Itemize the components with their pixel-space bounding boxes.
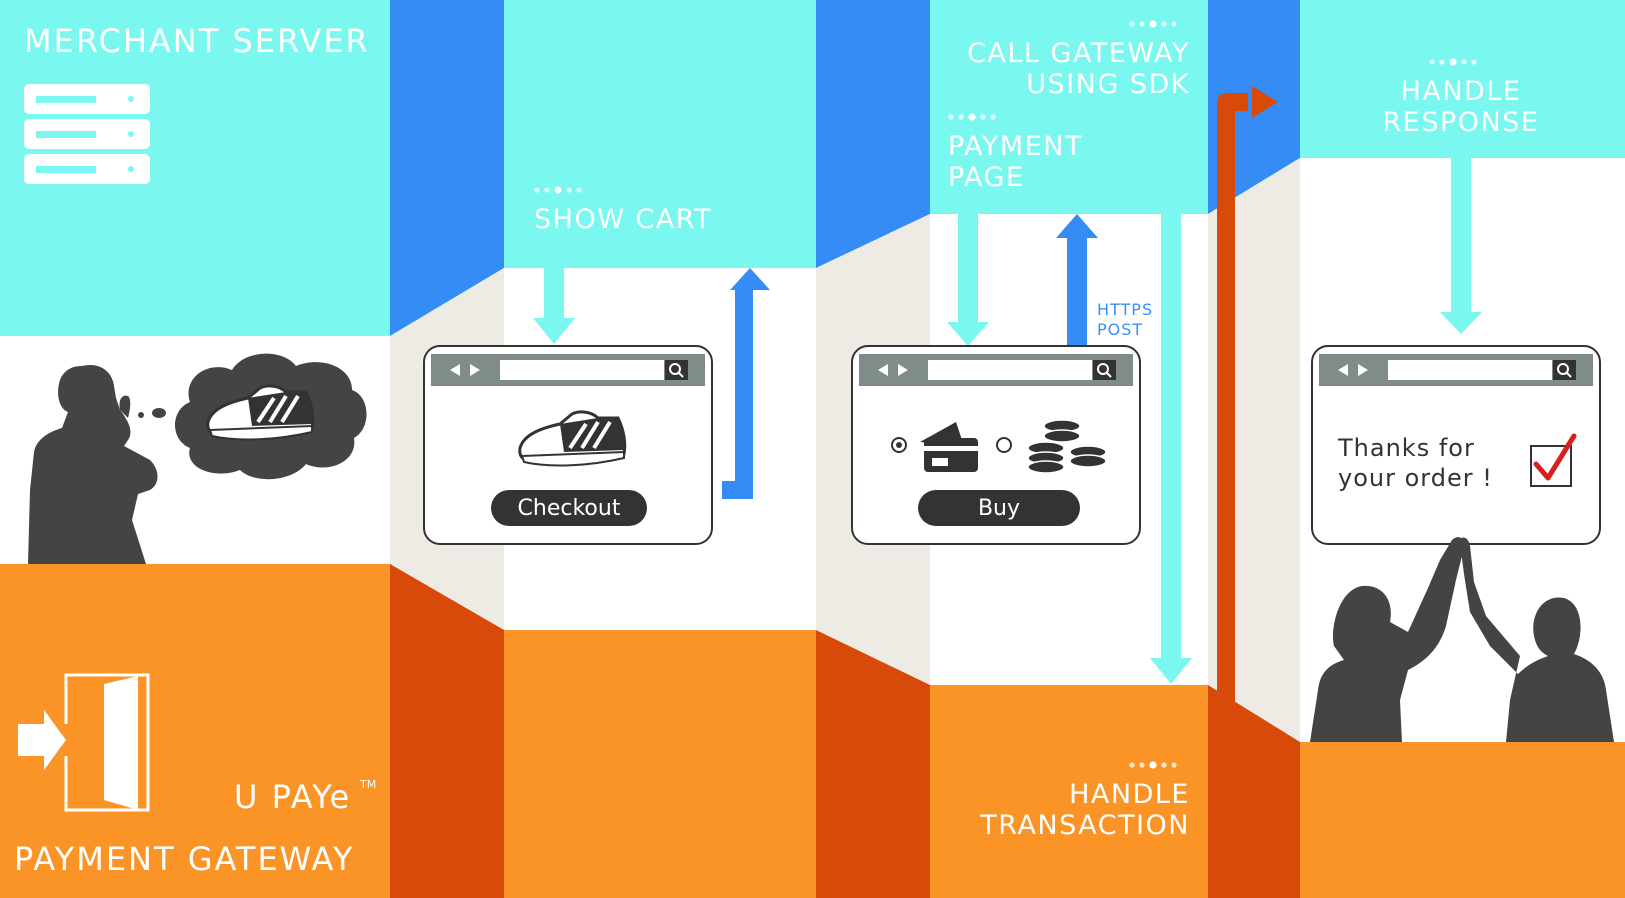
down-arrow-show-cart xyxy=(533,268,575,344)
handle-response-label-line2: RESPONSE xyxy=(1383,107,1540,138)
up-arrow-https-post xyxy=(1056,214,1098,346)
checkout-button[interactable] xyxy=(491,490,647,526)
radio-card-selected[interactable] xyxy=(891,437,907,453)
buy-button-label: Buy xyxy=(978,496,1020,521)
gateway-title: PAYMENT GATEWAY xyxy=(14,840,355,878)
call-gateway-label-line2: USING SDK xyxy=(1026,69,1190,100)
buy-button[interactable] xyxy=(918,490,1080,526)
down-arrow-call-gateway xyxy=(1150,214,1192,684)
handle-response-label-line1: HANDLE xyxy=(1401,76,1522,107)
handle-transaction-label-line2: TRANSACTION xyxy=(979,810,1190,841)
handle-transaction-label-line1: HANDLE xyxy=(1069,779,1190,810)
https-post-label-line2: POST xyxy=(1097,320,1143,339)
https-post-label-line1: HTTPS xyxy=(1097,300,1153,319)
up-arrow-handle-transaction xyxy=(1208,86,1278,782)
sneaker-thought-icon xyxy=(175,353,367,480)
thanks-line2: your order ! xyxy=(1338,464,1493,492)
high-five-icon xyxy=(1310,537,1614,742)
gateway-brand: U PAYe xyxy=(234,778,351,816)
down-arrow-payment-page xyxy=(947,214,989,346)
call-gateway-label-line1: CALL GATEWAY xyxy=(967,38,1190,69)
checkout-button-label: Checkout xyxy=(518,496,621,521)
payment-page-label-line2: PAGE xyxy=(948,162,1025,193)
up-arrow-checkout xyxy=(722,268,770,499)
trademark-mark: TM xyxy=(359,778,376,791)
radio-cash[interactable] xyxy=(996,437,1012,453)
merchant-title: MERCHANT SERVER xyxy=(24,22,370,60)
thanks-line1: Thanks for xyxy=(1337,434,1475,462)
thinking-person-icon xyxy=(28,364,166,564)
coins-icon xyxy=(1027,419,1107,474)
browser-window-payment: Buy xyxy=(851,345,1141,545)
browser-window-cart: Checkout xyxy=(423,345,713,545)
enter-door-icon xyxy=(18,673,150,812)
down-arrow-handle-response xyxy=(1440,158,1482,334)
server-rack-icon xyxy=(24,84,150,184)
show-cart-label: SHOW CART xyxy=(534,204,712,235)
payment-page-label-line1: PAYMENT xyxy=(948,131,1083,162)
checkbox-checked-icon xyxy=(1530,433,1577,487)
browser-window-confirmation: Thanks for your order ! xyxy=(1311,345,1601,545)
credit-card-icon xyxy=(920,422,978,472)
